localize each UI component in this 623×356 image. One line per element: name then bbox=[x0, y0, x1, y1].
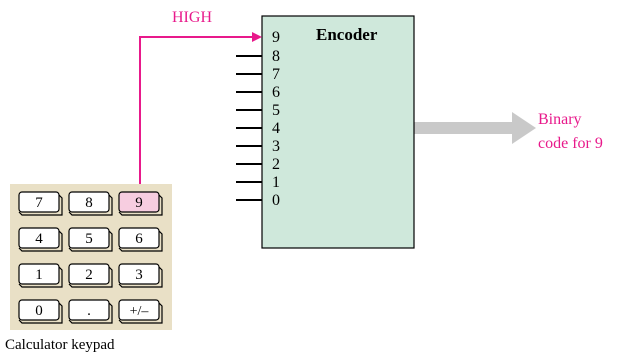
calculator-keypad: 7 8 9 4 5 6 bbox=[10, 184, 172, 330]
high-label: HIGH bbox=[172, 9, 212, 26]
pin-label-6: 6 bbox=[272, 84, 280, 101]
pin-label-0: 0 bbox=[272, 192, 280, 209]
key-4[interactable]: 4 bbox=[18, 227, 63, 252]
pin-label-1: 1 bbox=[272, 174, 280, 191]
key-1[interactable]: 1 bbox=[18, 263, 63, 288]
key-label-1: 1 bbox=[35, 267, 43, 283]
key-label-2: 2 bbox=[85, 267, 93, 283]
pin-label-8: 8 bbox=[272, 48, 280, 65]
pin-label-3: 3 bbox=[272, 138, 280, 155]
key-label-8: 8 bbox=[85, 195, 93, 211]
key-2[interactable]: 2 bbox=[68, 263, 113, 288]
high-signal-wire bbox=[139, 36, 252, 192]
pin-label-4: 4 bbox=[272, 120, 280, 137]
key-label-4: 4 bbox=[35, 231, 43, 247]
pin-label-9: 9 bbox=[272, 29, 280, 46]
encoder-block bbox=[261, 15, 415, 249]
key-label-5: 5 bbox=[85, 231, 93, 247]
key-label-plus-minus: +/– bbox=[130, 304, 150, 319]
key-label-3: 3 bbox=[135, 267, 143, 283]
key-3[interactable]: 3 bbox=[118, 263, 163, 288]
key-8[interactable]: 8 bbox=[68, 191, 113, 216]
key-6[interactable]: 6 bbox=[118, 227, 163, 252]
key-0[interactable]: 0 bbox=[18, 299, 63, 324]
keypad-caption: Calculator keypad bbox=[5, 337, 115, 353]
key-decimal[interactable]: . bbox=[68, 299, 113, 324]
key-plus-minus[interactable]: +/– bbox=[118, 299, 163, 324]
output-label-line1: Binary bbox=[538, 111, 582, 128]
key-5[interactable]: 5 bbox=[68, 227, 113, 252]
pin-label-2: 2 bbox=[272, 156, 280, 173]
encoder-title: Encoder bbox=[316, 25, 378, 44]
key-9[interactable]: 9 bbox=[118, 191, 163, 216]
key-7[interactable]: 7 bbox=[18, 191, 63, 216]
key-label-6: 6 bbox=[135, 231, 143, 247]
encoder-inputs: 9 8 7 6 5 4 3 2 1 0 bbox=[236, 29, 280, 209]
output-arrow bbox=[412, 112, 536, 144]
key-label-0: 0 bbox=[35, 303, 43, 319]
pin-label-5: 5 bbox=[272, 102, 280, 119]
key-label-9: 9 bbox=[135, 195, 143, 211]
output-label-line2: code for 9 bbox=[538, 135, 603, 152]
key-label-decimal: . bbox=[87, 303, 91, 319]
high-signal-arrowhead bbox=[252, 32, 262, 42]
key-label-7: 7 bbox=[35, 195, 43, 211]
pin-label-7: 7 bbox=[272, 66, 280, 83]
